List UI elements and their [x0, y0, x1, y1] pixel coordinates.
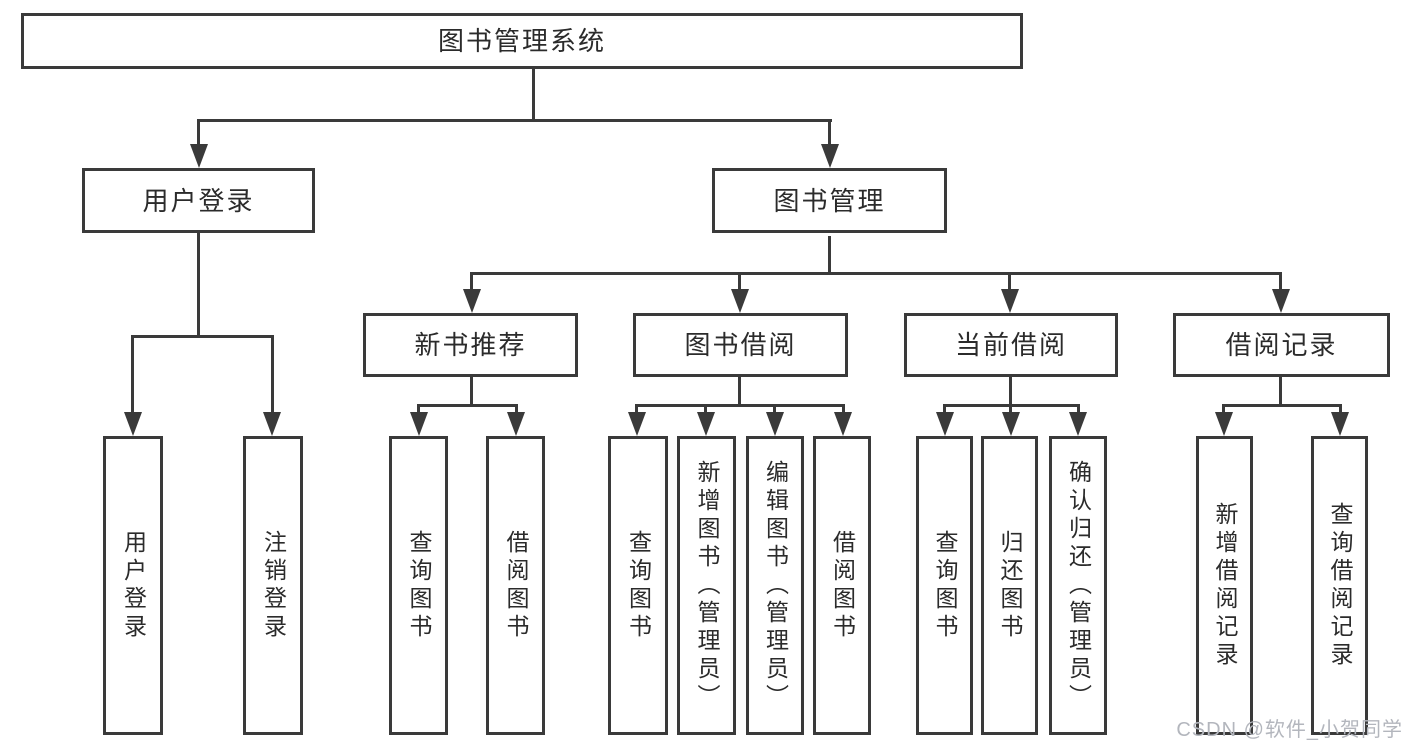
leaf-borrow-books-recommend: 借阅图书 [486, 436, 545, 735]
arrow-down-icon [1002, 412, 1020, 436]
arrow-down-icon [834, 412, 852, 436]
node-label: 新增图书（管理员） [694, 459, 720, 712]
arrow-down-icon [410, 412, 428, 436]
connector-line [197, 233, 200, 337]
leaf-query-books-recommend: 查询图书 [389, 436, 448, 735]
node-current-borrowing: 当前借阅 [904, 313, 1118, 377]
connector-line [1008, 272, 1011, 291]
node-label: 当前借阅 [954, 330, 1067, 360]
node-label: 新书推荐 [414, 330, 527, 360]
arrow-down-icon [507, 412, 525, 436]
connector-line [828, 236, 831, 274]
node-label: 查询借阅记录 [1327, 501, 1353, 670]
node-book-borrowing: 图书借阅 [633, 313, 848, 377]
arrow-down-icon [263, 412, 281, 436]
leaf-return-books: 归还图书 [981, 436, 1038, 735]
connector-line [470, 272, 473, 291]
arrow-down-icon [124, 412, 142, 436]
leaf-add-borrow-record: 新增借阅记录 [1196, 436, 1253, 735]
arrow-down-icon [766, 412, 784, 436]
connector-line [842, 404, 845, 414]
node-book-management: 图书管理 [712, 168, 947, 233]
connector-line [704, 404, 707, 414]
watermark: CSDN @软件_小贺同学 [1176, 719, 1403, 741]
connector-line [1339, 404, 1342, 414]
arrow-down-icon [463, 289, 481, 313]
connector-line [1009, 404, 1012, 414]
arrow-down-icon [1215, 412, 1233, 436]
node-library-system: 图书管理系统 [21, 13, 1023, 69]
arrow-down-icon [1331, 412, 1349, 436]
node-label: 新增借阅记录 [1212, 501, 1238, 670]
connector-line [515, 404, 518, 414]
connector-line [131, 335, 274, 338]
connector-line [470, 272, 1282, 275]
node-label: 用户登录 [120, 529, 147, 642]
node-label: 查询图书 [406, 529, 432, 642]
leaf-query-books-current: 查询图书 [916, 436, 973, 735]
arrow-down-icon [1069, 412, 1087, 436]
node-label: 图书管理 [773, 185, 886, 216]
arrow-down-icon [1001, 289, 1019, 313]
arrow-down-icon [628, 412, 646, 436]
arrow-down-icon [1272, 289, 1290, 313]
node-label: 借阅记录 [1225, 330, 1338, 360]
connector-line [131, 335, 134, 414]
connector-line [197, 121, 200, 146]
node-label: 查询图书 [625, 529, 652, 642]
node-label: 查询图书 [932, 529, 958, 642]
node-label: 借阅图书 [829, 529, 856, 642]
arrow-down-icon [190, 144, 208, 168]
connector-line [773, 404, 776, 414]
node-label: 确认归还（管理员） [1065, 459, 1092, 712]
connector-line [738, 272, 741, 291]
connector-line [271, 335, 274, 414]
connector-line [1222, 404, 1225, 414]
connector-line [470, 377, 473, 406]
connector-line [635, 404, 845, 407]
connector-line [417, 404, 518, 407]
node-label: 图书管理系统 [437, 26, 606, 56]
leaf-query-borrow-record: 查询借阅记录 [1311, 436, 1368, 735]
node-new-book-recommendation: 新书推荐 [363, 313, 578, 377]
node-label: 图书借阅 [684, 330, 797, 360]
leaf-edit-books-admin: 编辑图书（管理员） [746, 436, 804, 735]
leaf-query-books-borrowing: 查询图书 [608, 436, 668, 735]
connector-line [532, 69, 535, 122]
connector-line [1077, 404, 1080, 414]
connector-line [197, 119, 832, 122]
node-user-login-branch: 用户登录 [82, 168, 315, 233]
connector-line [1222, 404, 1342, 407]
connector-line [828, 121, 831, 146]
node-label: 用户登录 [142, 185, 255, 216]
leaf-borrow-books: 借阅图书 [813, 436, 871, 735]
leaf-add-books-admin: 新增图书（管理员） [677, 436, 736, 735]
connector-line [417, 404, 420, 414]
connector-line [738, 377, 741, 406]
leaf-user-login: 用户登录 [103, 436, 163, 735]
node-label: 借阅图书 [503, 529, 529, 642]
node-label: 注销登录 [260, 529, 287, 642]
node-label: 归还图书 [997, 529, 1023, 642]
arrow-down-icon [936, 412, 954, 436]
arrow-down-icon [731, 289, 749, 313]
leaf-logout: 注销登录 [243, 436, 303, 735]
connector-line [1279, 272, 1282, 291]
node-label: 编辑图书（管理员） [762, 459, 789, 712]
arrow-down-icon [821, 144, 839, 168]
connector-line [943, 404, 946, 414]
connector-line [1279, 377, 1282, 406]
node-borrowing-records: 借阅记录 [1173, 313, 1390, 377]
leaf-confirm-return-admin: 确认归还（管理员） [1049, 436, 1107, 735]
connector-line [635, 404, 638, 414]
connector-line [1009, 377, 1012, 406]
arrow-down-icon [697, 412, 715, 436]
